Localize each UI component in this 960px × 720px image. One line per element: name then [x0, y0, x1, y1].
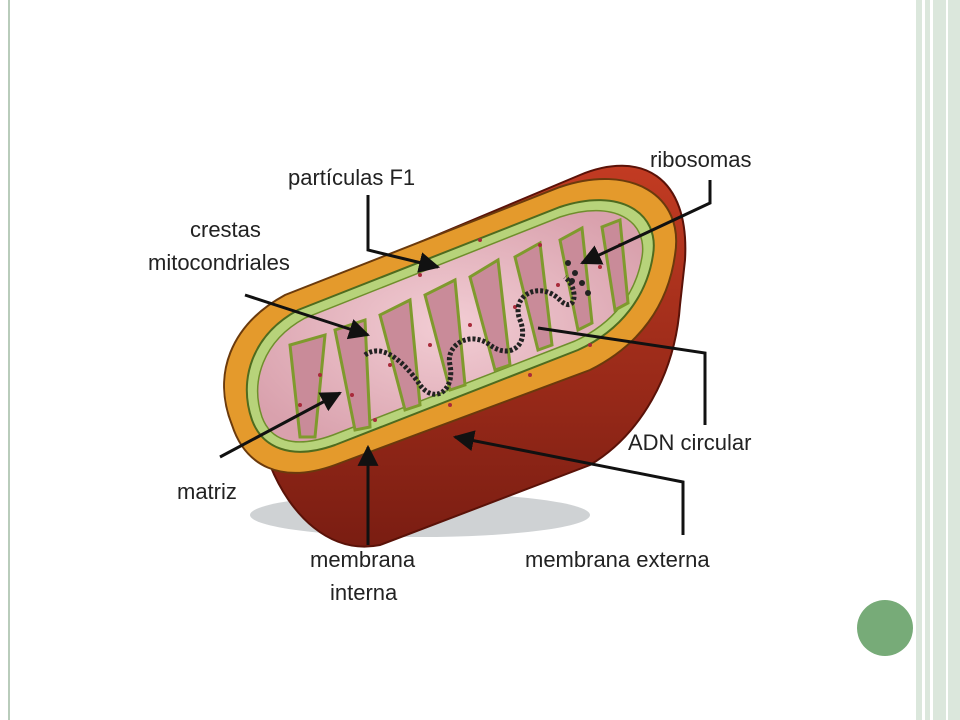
slide-right-frame	[916, 0, 960, 720]
label-membrana-externa: membrana externa	[525, 547, 710, 572]
cristae	[288, 217, 630, 439]
label-matriz: matriz	[177, 479, 237, 504]
frame-stripe	[946, 0, 948, 720]
mitochondrion-diagram: partículas F1 ribosomas crestas mitocond…	[148, 147, 751, 605]
slide-left-border	[8, 0, 10, 720]
label-crestas-line2: mitocondriales	[148, 250, 290, 275]
leader-arrows	[219, 180, 712, 545]
mitochondrion-figure: partículas F1 ribosomas crestas mitocond…	[120, 45, 788, 653]
label-membrana-interna-line2: interna	[330, 580, 398, 605]
frame-stripe	[930, 0, 933, 720]
matrix-granules	[298, 238, 622, 422]
label-ribosomas: ribosomas	[650, 147, 751, 172]
label-membrana-interna-line1: membrana	[310, 547, 416, 572]
circular-dna	[363, 275, 577, 397]
accent-dot	[857, 600, 913, 656]
label-adn-circular: ADN circular	[628, 430, 751, 455]
label-crestas-line1: crestas	[190, 217, 261, 242]
frame-stripe	[922, 0, 925, 720]
ribosomes	[565, 260, 591, 296]
label-particulas-f1: partículas F1	[288, 165, 415, 190]
diagram-labels: partículas F1 ribosomas crestas mitocond…	[148, 147, 751, 605]
